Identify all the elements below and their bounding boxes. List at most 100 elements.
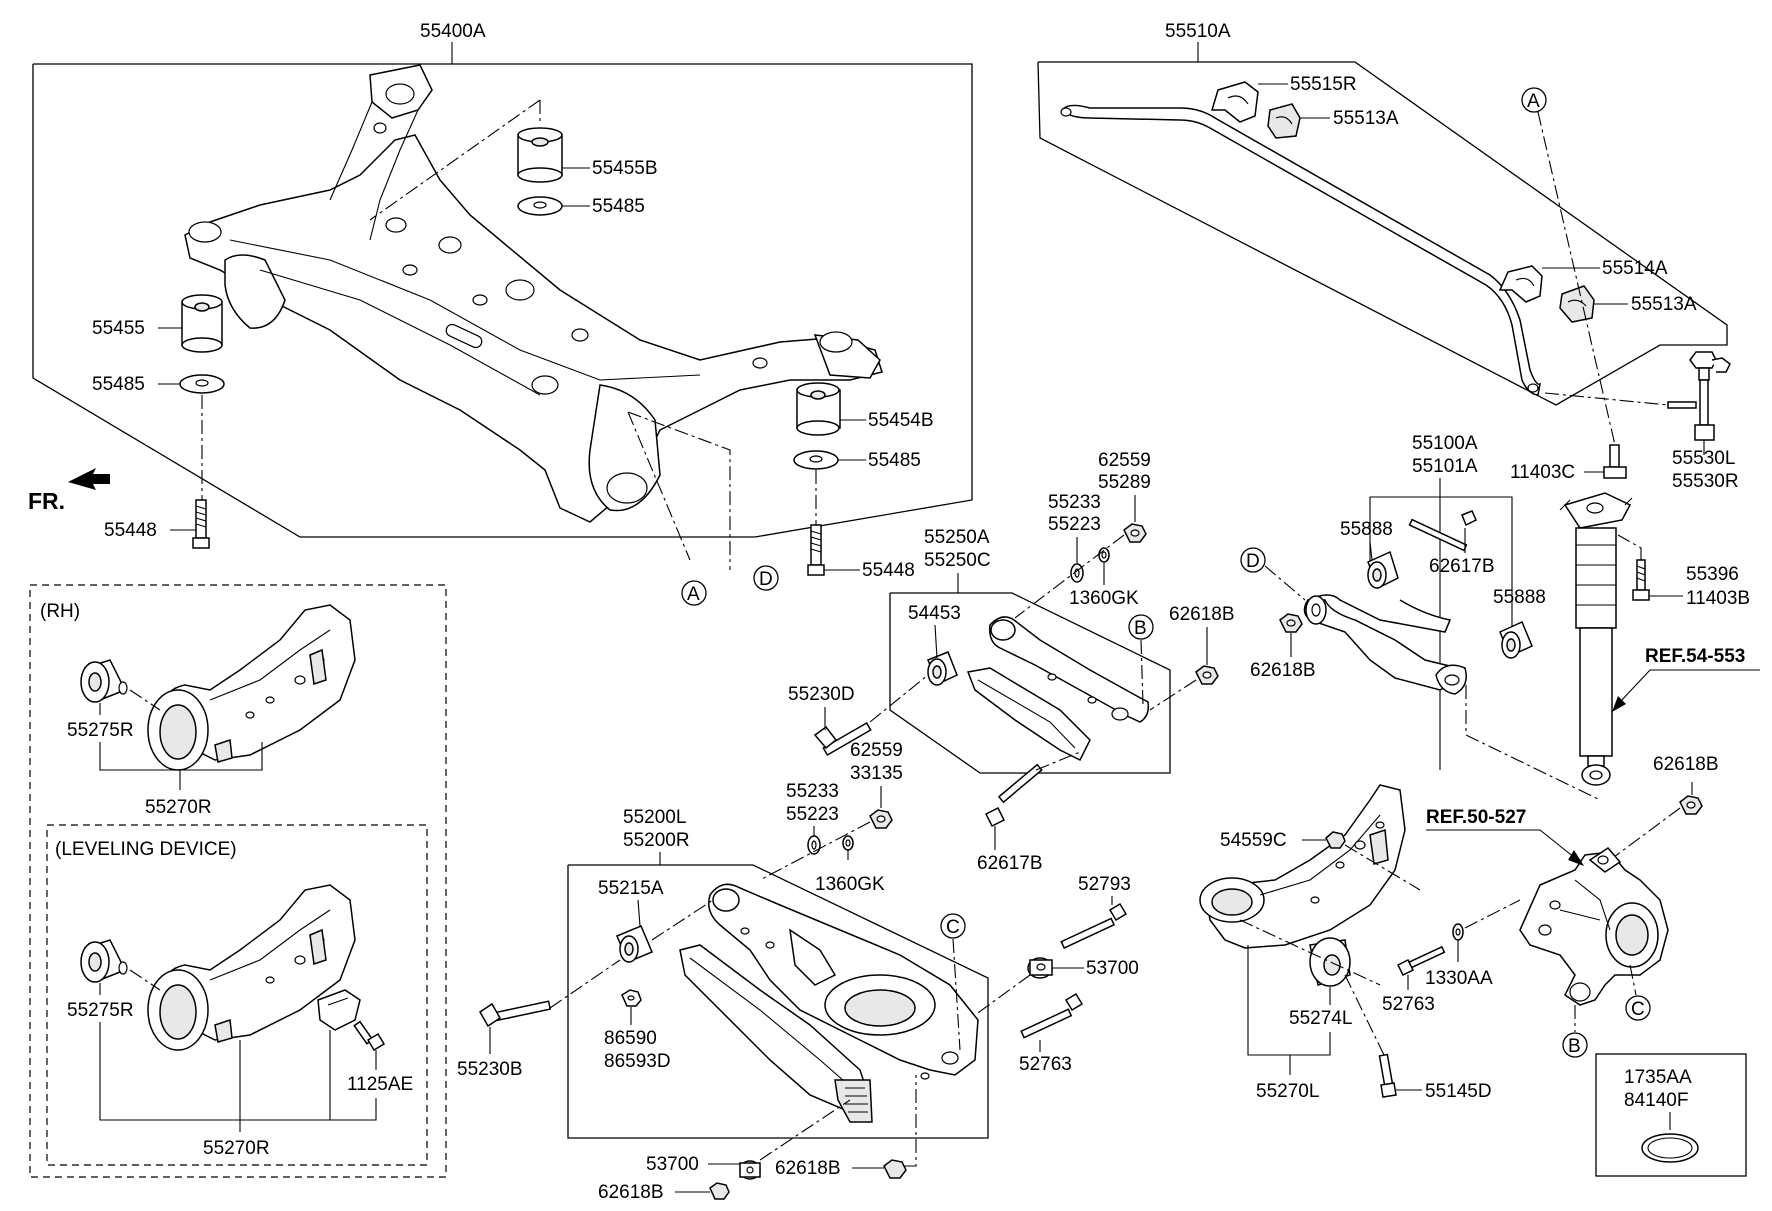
nut-62559-top (1123, 523, 1147, 543)
label-52763-right: 52763 (1382, 994, 1435, 1015)
ref-shock-arrow-icon (1612, 696, 1626, 712)
upper-arm (1303, 594, 1467, 695)
bolt-55230B (479, 1000, 552, 1028)
bolt-55145D (1378, 1053, 1397, 1098)
washer-55485-top (517, 196, 563, 216)
marker-d-subframe: D (753, 565, 779, 591)
label-55233-top: 55233 (1048, 492, 1101, 513)
bolt-55448-left (192, 499, 210, 549)
bushing-55888-left (1367, 550, 1399, 590)
marker-b-assist: B (1128, 614, 1154, 640)
label-55145D: 55145D (1425, 1081, 1492, 1102)
marker-c-knuckle: C (1625, 995, 1651, 1021)
svg-text:D: D (759, 569, 773, 590)
label-55215A: 55215A (598, 878, 664, 899)
lower-arm (679, 883, 979, 1123)
label-55514A: 55514A (1602, 258, 1668, 279)
assist-arm (966, 616, 1150, 762)
marker-a-subframe: A (681, 580, 707, 606)
label-53700-bottom: 53700 (646, 1154, 699, 1175)
washer-55485-right (793, 450, 839, 470)
front-direction-arrow-icon (68, 468, 110, 490)
label-62618B-mid: 62618B (1169, 604, 1235, 625)
bolt-55396 (1617, 534, 1650, 601)
label-1330AA: 1330AA (1425, 968, 1493, 989)
rh-trailing-arm-label: 55270R (145, 797, 212, 818)
label-55230D: 55230D (788, 684, 855, 705)
svg-text:B: B (1134, 618, 1147, 639)
svg-text:B: B (1568, 1036, 1581, 1057)
subframe-group-label: 55400A (420, 21, 486, 42)
lower-arm-group: 55200L 55200R 55215A (567, 807, 989, 1139)
lower-arm-frame (567, 864, 989, 1139)
assist-arm-label-2: 55250C (924, 550, 991, 571)
plug-label-2: 84140F (1624, 1090, 1688, 1111)
bushing-53700-bottom (739, 1160, 761, 1180)
label-1360GK-mid: 1360GK (815, 874, 885, 895)
label-55274L: 55274L (1289, 1008, 1352, 1029)
label-54559C: 54559C (1220, 830, 1287, 851)
subframe-group: 55400A (32, 21, 973, 606)
label-55275R-rh: 55275R (67, 720, 134, 741)
label-55513A-top: 55513A (1333, 108, 1399, 129)
washer-1360GK-mid (842, 835, 854, 851)
label-55455: 55455 (92, 318, 145, 339)
lower-arm-label-2: 55200R (623, 830, 690, 851)
label-55230B: 55230B (457, 1059, 523, 1080)
label-11403C: 11403C (1510, 462, 1575, 483)
label-55530L: 55530L (1672, 448, 1735, 469)
bushing-53700-right (1027, 957, 1053, 979)
label-62618B-shock: 62618B (1653, 754, 1719, 775)
bushing-55455B (517, 127, 563, 183)
label-62618B-right: 62618B (1250, 660, 1316, 681)
front-direction-label: FR. (28, 488, 65, 514)
marker-c-lower: C (940, 913, 966, 939)
leveling-box-title: (LEVELING DEVICE) (55, 839, 237, 860)
ref-shock-label: REF.54-553 (1645, 646, 1745, 667)
label-55233-mid: 55233 (786, 781, 839, 802)
stabilizer-bar (1060, 104, 1542, 396)
bolt-55448-right (807, 524, 825, 576)
nut-86590 (621, 989, 642, 1007)
ref-knuckle-arrow-icon (1568, 850, 1584, 866)
label-55454B: 55454B (868, 410, 934, 431)
nut-62618B-mid (1195, 665, 1219, 685)
leveling-trailing-arm-label: 55270R (203, 1138, 270, 1159)
label-55223-mid: 55223 (786, 804, 839, 825)
svg-text:A: A (687, 584, 700, 605)
label-55455B: 55455B (592, 158, 658, 179)
label-1360GK-top: 1360GK (1069, 588, 1139, 609)
marker-d-upper-arm: D (1240, 547, 1266, 573)
label-62618B-bottom-left: 62618B (598, 1182, 664, 1203)
ref-knuckle: REF.50-527 (1426, 807, 1584, 866)
subframe-crossmember (184, 64, 883, 523)
washer-1330AA (1452, 923, 1464, 941)
svg-text:C: C (1631, 999, 1645, 1020)
label-55485-top: 55485 (592, 196, 645, 217)
bushing-55454B (796, 382, 841, 436)
label-11403B: 11403B (1686, 588, 1750, 609)
trailing-arm-leveling (147, 884, 356, 1051)
label-52763-mid: 52763 (1019, 1054, 1072, 1075)
subframe-frame (32, 63, 973, 538)
bolt-52793 (1060, 902, 1128, 950)
rh-box-frame (29, 584, 447, 1178)
label-55530R: 55530R (1672, 471, 1739, 492)
trailing-arm-rh (147, 604, 356, 771)
label-1125AE: 1125AE (347, 1074, 413, 1095)
shock-absorber (1559, 492, 1633, 786)
marker-a-stabilizer: A (1521, 87, 1547, 113)
nut-62618B-bottom-right (883, 1159, 907, 1179)
plug-box: 1735AA 84140F (1595, 1053, 1747, 1177)
ref-shock: REF.54-553 (1612, 646, 1760, 712)
bolt-11403C (1603, 444, 1627, 479)
label-55448-left: 55448 (104, 520, 157, 541)
label-55275R-leveling: 55275R (67, 1000, 134, 1021)
label-55515R: 55515R (1290, 74, 1357, 95)
label-62617B-mid: 62617B (977, 853, 1043, 874)
lower-arm-label-1: 55200L (623, 807, 686, 828)
label-33135: 33135 (850, 763, 903, 784)
label-55289: 55289 (1098, 472, 1151, 493)
label-55888-right: 55888 (1493, 587, 1546, 608)
